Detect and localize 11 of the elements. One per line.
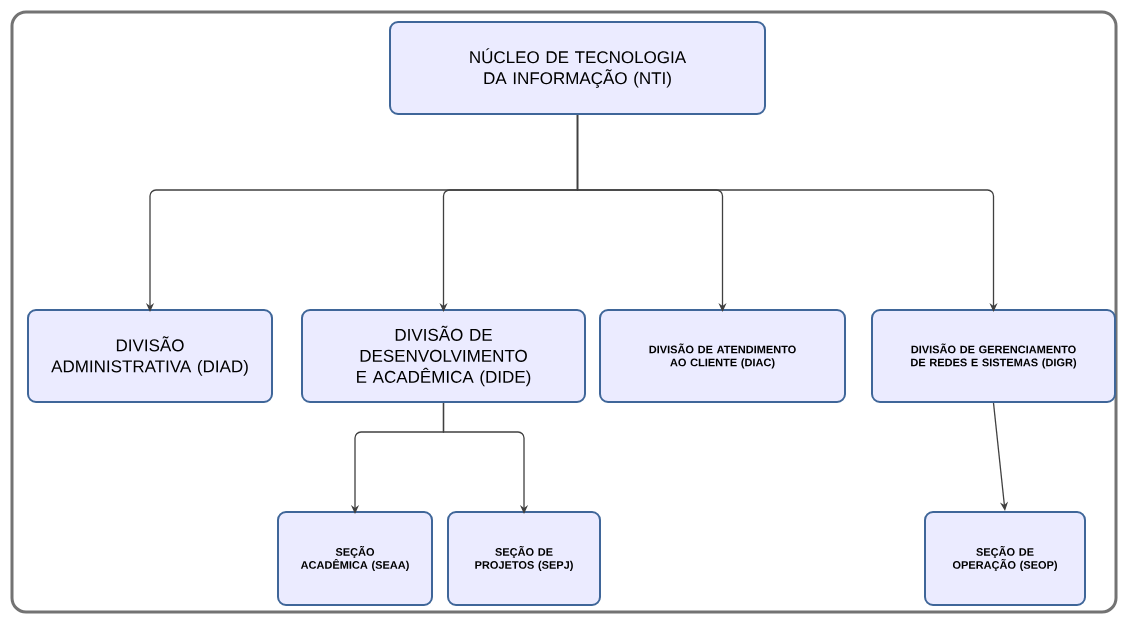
- org-box: NÚCLEO DE TECNOLOGIA DA INFORMAÇÃO (NTI): [389, 21, 766, 115]
- org-box: SEÇÃO DE OPERAÇÃO (SEOP): [924, 511, 1086, 606]
- arrow: [442, 402, 529, 514]
- org-box: SEÇÃO ACADÊMICA (SEAA): [277, 511, 433, 606]
- arrow: [992, 402, 1009, 511]
- org-box: SEÇÃO DE PROJETOS (SEPJ): [447, 511, 601, 606]
- org-box: DIVISÃO DE DESENVOLVIMENTO E ACADÊMICA (DIDE): [301, 309, 586, 403]
- org-box: DIVISÃO ADMINISTRATIVA (DIAD): [27, 309, 273, 403]
- org-box: DIVISÃO DE ATENDIMENTO AO CLIENTE (DIAC): [599, 309, 846, 403]
- arrow: [576, 114, 998, 312]
- org-box: DIVISÃO DE GERENCIAMENTO DE REDES E SISTEMAS (DIGR): [871, 309, 1116, 403]
